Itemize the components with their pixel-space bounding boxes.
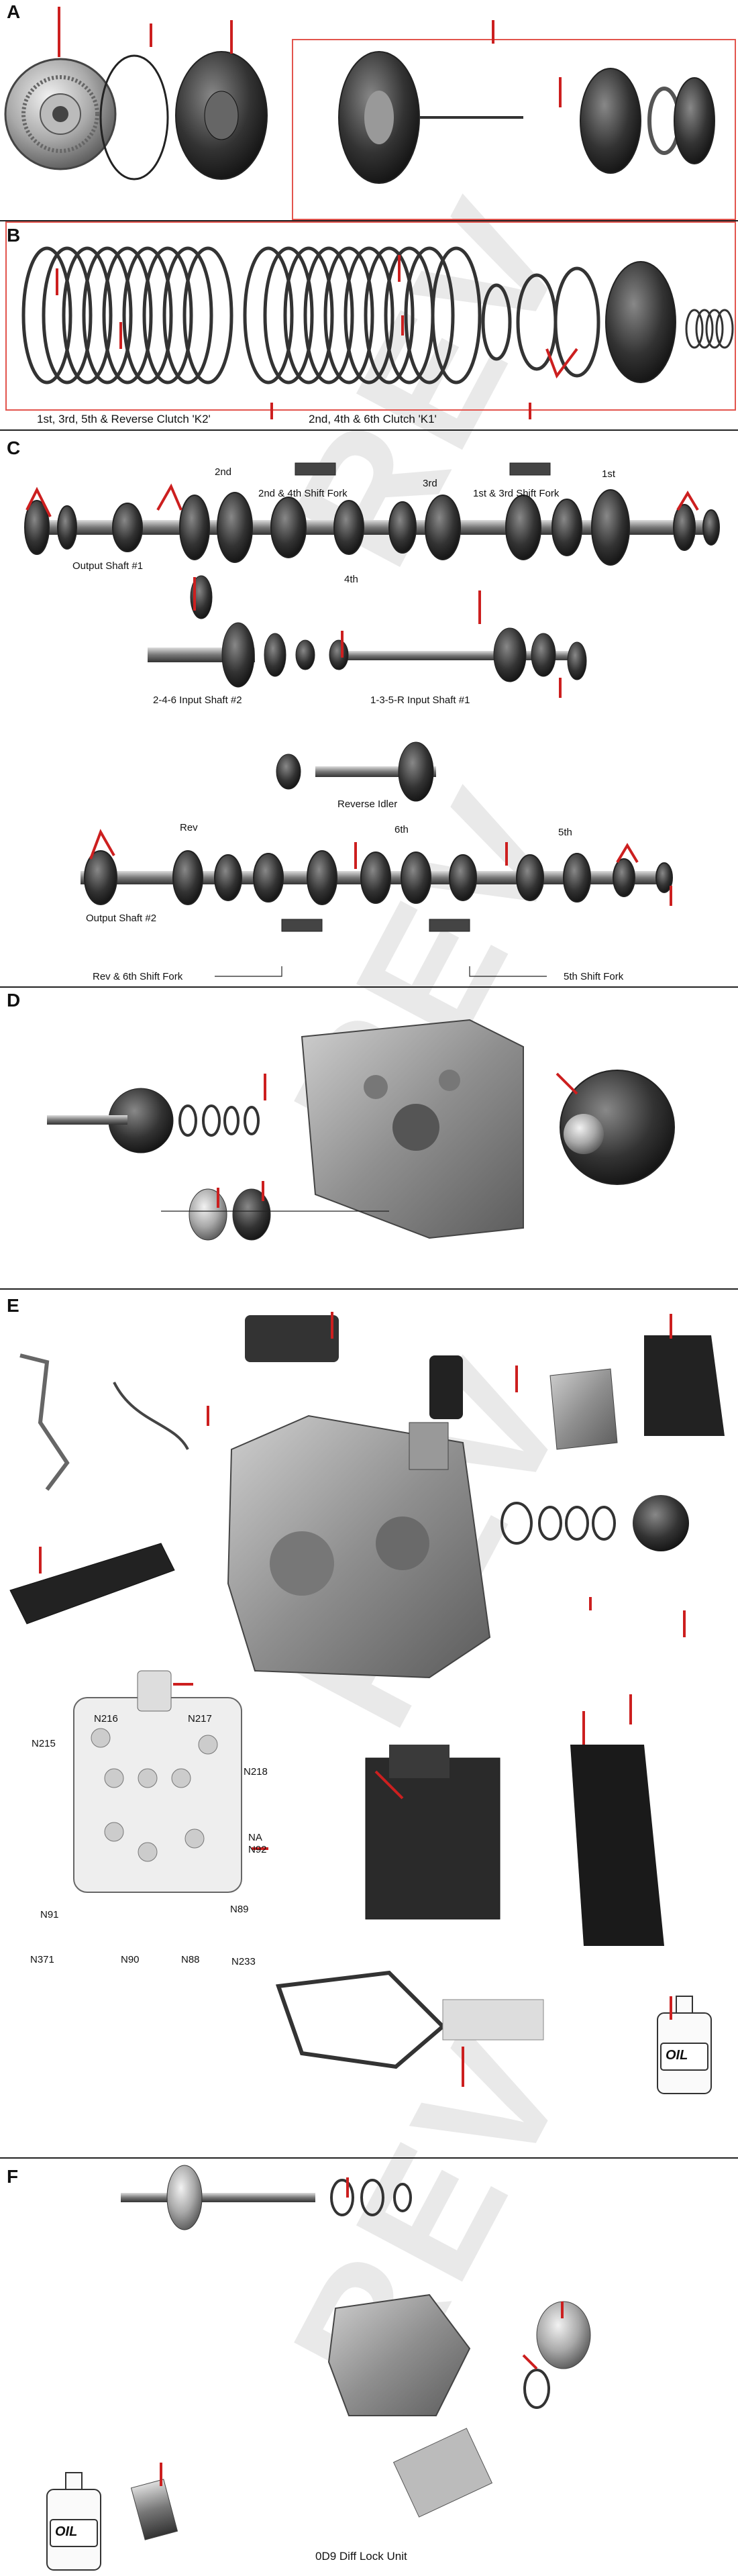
solenoid-n215-label: N215	[32, 1738, 56, 1749]
clutch-group-box-b	[5, 221, 736, 411]
clutch-k2-label: 1st, 3rd, 5th & Reverse Clutch 'K2'	[37, 413, 211, 425]
section-c-parts	[24, 462, 720, 977]
solenoid-n371-label: N371	[30, 1954, 54, 1965]
divider-ab	[0, 220, 738, 221]
gear-rev-label: Rev	[180, 822, 198, 833]
section-c-letter: C	[7, 437, 21, 458]
section-d-parts	[47, 1019, 675, 1241]
solenoid-n217-label: N217	[188, 1713, 212, 1724]
divider-bc	[0, 429, 738, 431]
section-d-letter: D	[7, 990, 21, 1011]
divider-ef	[0, 2157, 738, 2159]
oil-bottle-label-f: OIL	[55, 2524, 78, 2539]
divider-de	[0, 1288, 738, 1290]
clutch-group-box-a	[292, 39, 736, 220]
gear-5th-label: 5th	[558, 827, 572, 838]
output-shaft-1-label: Output Shaft #1	[72, 560, 144, 572]
reverse-idler-label: Reverse Idler	[337, 798, 398, 810]
solenoid-n218-label: N218	[244, 1766, 268, 1778]
output-shaft-2-label: Output Shaft #2	[86, 913, 157, 924]
shift-fork-5-label: 5th Shift Fork	[564, 971, 624, 982]
section-b-letter: B	[7, 225, 21, 246]
shift-fork-r6-label: Rev & 6th Shift Fork	[93, 971, 183, 982]
solenoid-n233-label: N233	[231, 1956, 256, 1967]
solenoid-n89-label: N89	[230, 1904, 249, 1915]
solenoid-na-label: NA	[248, 1832, 262, 1843]
shift-fork-13-label: 1st & 3rd Shift Fork	[473, 488, 560, 499]
solenoid-n91-label: N91	[40, 1909, 59, 1920]
oil-bottle-label-e: OIL	[666, 2048, 688, 2063]
clutch-k1-label: 2nd, 4th & 6th Clutch 'K1'	[309, 413, 437, 425]
section-e-letter: E	[7, 1295, 19, 1316]
gear-1st-label: 1st	[602, 468, 616, 480]
section-e-parts	[9, 1312, 725, 2094]
shift-fork-24-label: 2nd & 4th Shift Fork	[258, 488, 348, 499]
section-f-parts	[46, 2165, 591, 2571]
section-a-letter: A	[7, 1, 21, 22]
section-a-parts	[4, 7, 715, 184]
section-f-letter: F	[7, 2166, 19, 2187]
section-b-parts	[21, 246, 734, 419]
solenoid-n90-label: N90	[121, 1954, 140, 1965]
divider-cd	[0, 986, 738, 988]
solenoid-n88-label: N88	[181, 1954, 200, 1965]
input-shaft-1-label: 1-3-5-R Input Shaft #1	[370, 694, 470, 706]
solenoid-n92-label: N92	[248, 1844, 267, 1855]
input-shaft-2-label: 2-4-6 Input Shaft #2	[153, 694, 242, 706]
gear-3rd-label: 3rd	[423, 478, 437, 489]
gear-4th-label: 4th	[344, 574, 358, 585]
gear-6th-label: 6th	[394, 824, 409, 835]
solenoid-n216-label: N216	[94, 1713, 118, 1724]
diff-lock-caption: 0D9 Diff Lock Unit	[315, 2550, 407, 2563]
gear-2nd-label: 2nd	[215, 466, 232, 478]
